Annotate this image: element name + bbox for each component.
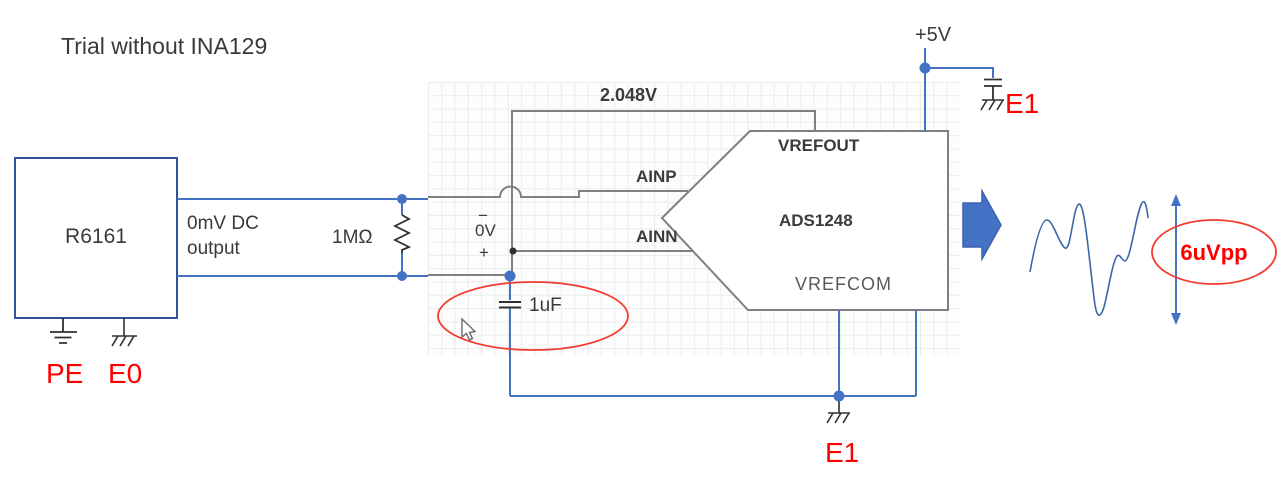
mouse-cursor-icon [461, 317, 477, 341]
vrefcom-pin-label: VREFCOM [795, 274, 892, 294]
earth-ground-icon-pe [50, 318, 77, 344]
arrow-head-up [1171, 194, 1181, 206]
chassis-ground-icon-e0 [111, 318, 137, 347]
ainn-pin-label: AINN [636, 227, 678, 246]
annotation-ellipse-noise [1151, 219, 1277, 285]
arrow-head-down [1171, 313, 1181, 325]
wire-ainp [428, 185, 688, 198]
resistor-value-label: 1MΩ [332, 227, 373, 248]
r6161-label: R6161 [65, 225, 127, 248]
decoupling-capacitor-symbol [984, 78, 1002, 100]
annotation-ellipse-capacitor [437, 281, 629, 351]
capacitor-value-label: 1uF [529, 295, 562, 316]
resistor-symbol [392, 214, 412, 253]
block-arrow-icon [962, 188, 1002, 262]
node-dot [919, 62, 931, 74]
r6161-box [14, 157, 178, 319]
source-plus-sign: + [479, 243, 489, 262]
adc-body [660, 130, 949, 311]
output-caption-line2: output [187, 238, 240, 259]
vrefout-pin-label: VREFOUT [778, 136, 860, 155]
ainp-pin-label: AINP [636, 167, 677, 186]
chassis-ground-icon-e1-bottom [826, 397, 850, 424]
e1-bottom-label: E1 [825, 437, 860, 468]
node-dot [397, 194, 407, 204]
page-title: Trial without INA129 [61, 33, 268, 59]
supply-rail-label: +5V [915, 24, 952, 46]
wire-vref-2048 [511, 110, 816, 276]
wire-5v-branch [925, 67, 994, 78]
source-value-label: 0V [475, 221, 496, 240]
node-dot [397, 271, 407, 281]
node-dot [833, 390, 845, 402]
capacitor-symbol [499, 301, 521, 309]
e0-label: E0 [108, 358, 143, 389]
chassis-ground-icon-e1-top [980, 99, 1004, 111]
adc-part-label: ADS1248 [779, 211, 853, 230]
noise-value-label: 6uVpp [1180, 240, 1248, 265]
vref-voltage-label: 2.048V [600, 85, 658, 105]
output-caption-line1: 0mV DC [187, 213, 259, 234]
node-dot [504, 270, 516, 282]
e1-top-label: E1 [1005, 88, 1040, 119]
pe-label: PE [46, 358, 84, 389]
node-dot-ainn [509, 247, 517, 255]
source-minus-sign: − [478, 206, 488, 225]
waveform-sketch [1029, 200, 1149, 316]
